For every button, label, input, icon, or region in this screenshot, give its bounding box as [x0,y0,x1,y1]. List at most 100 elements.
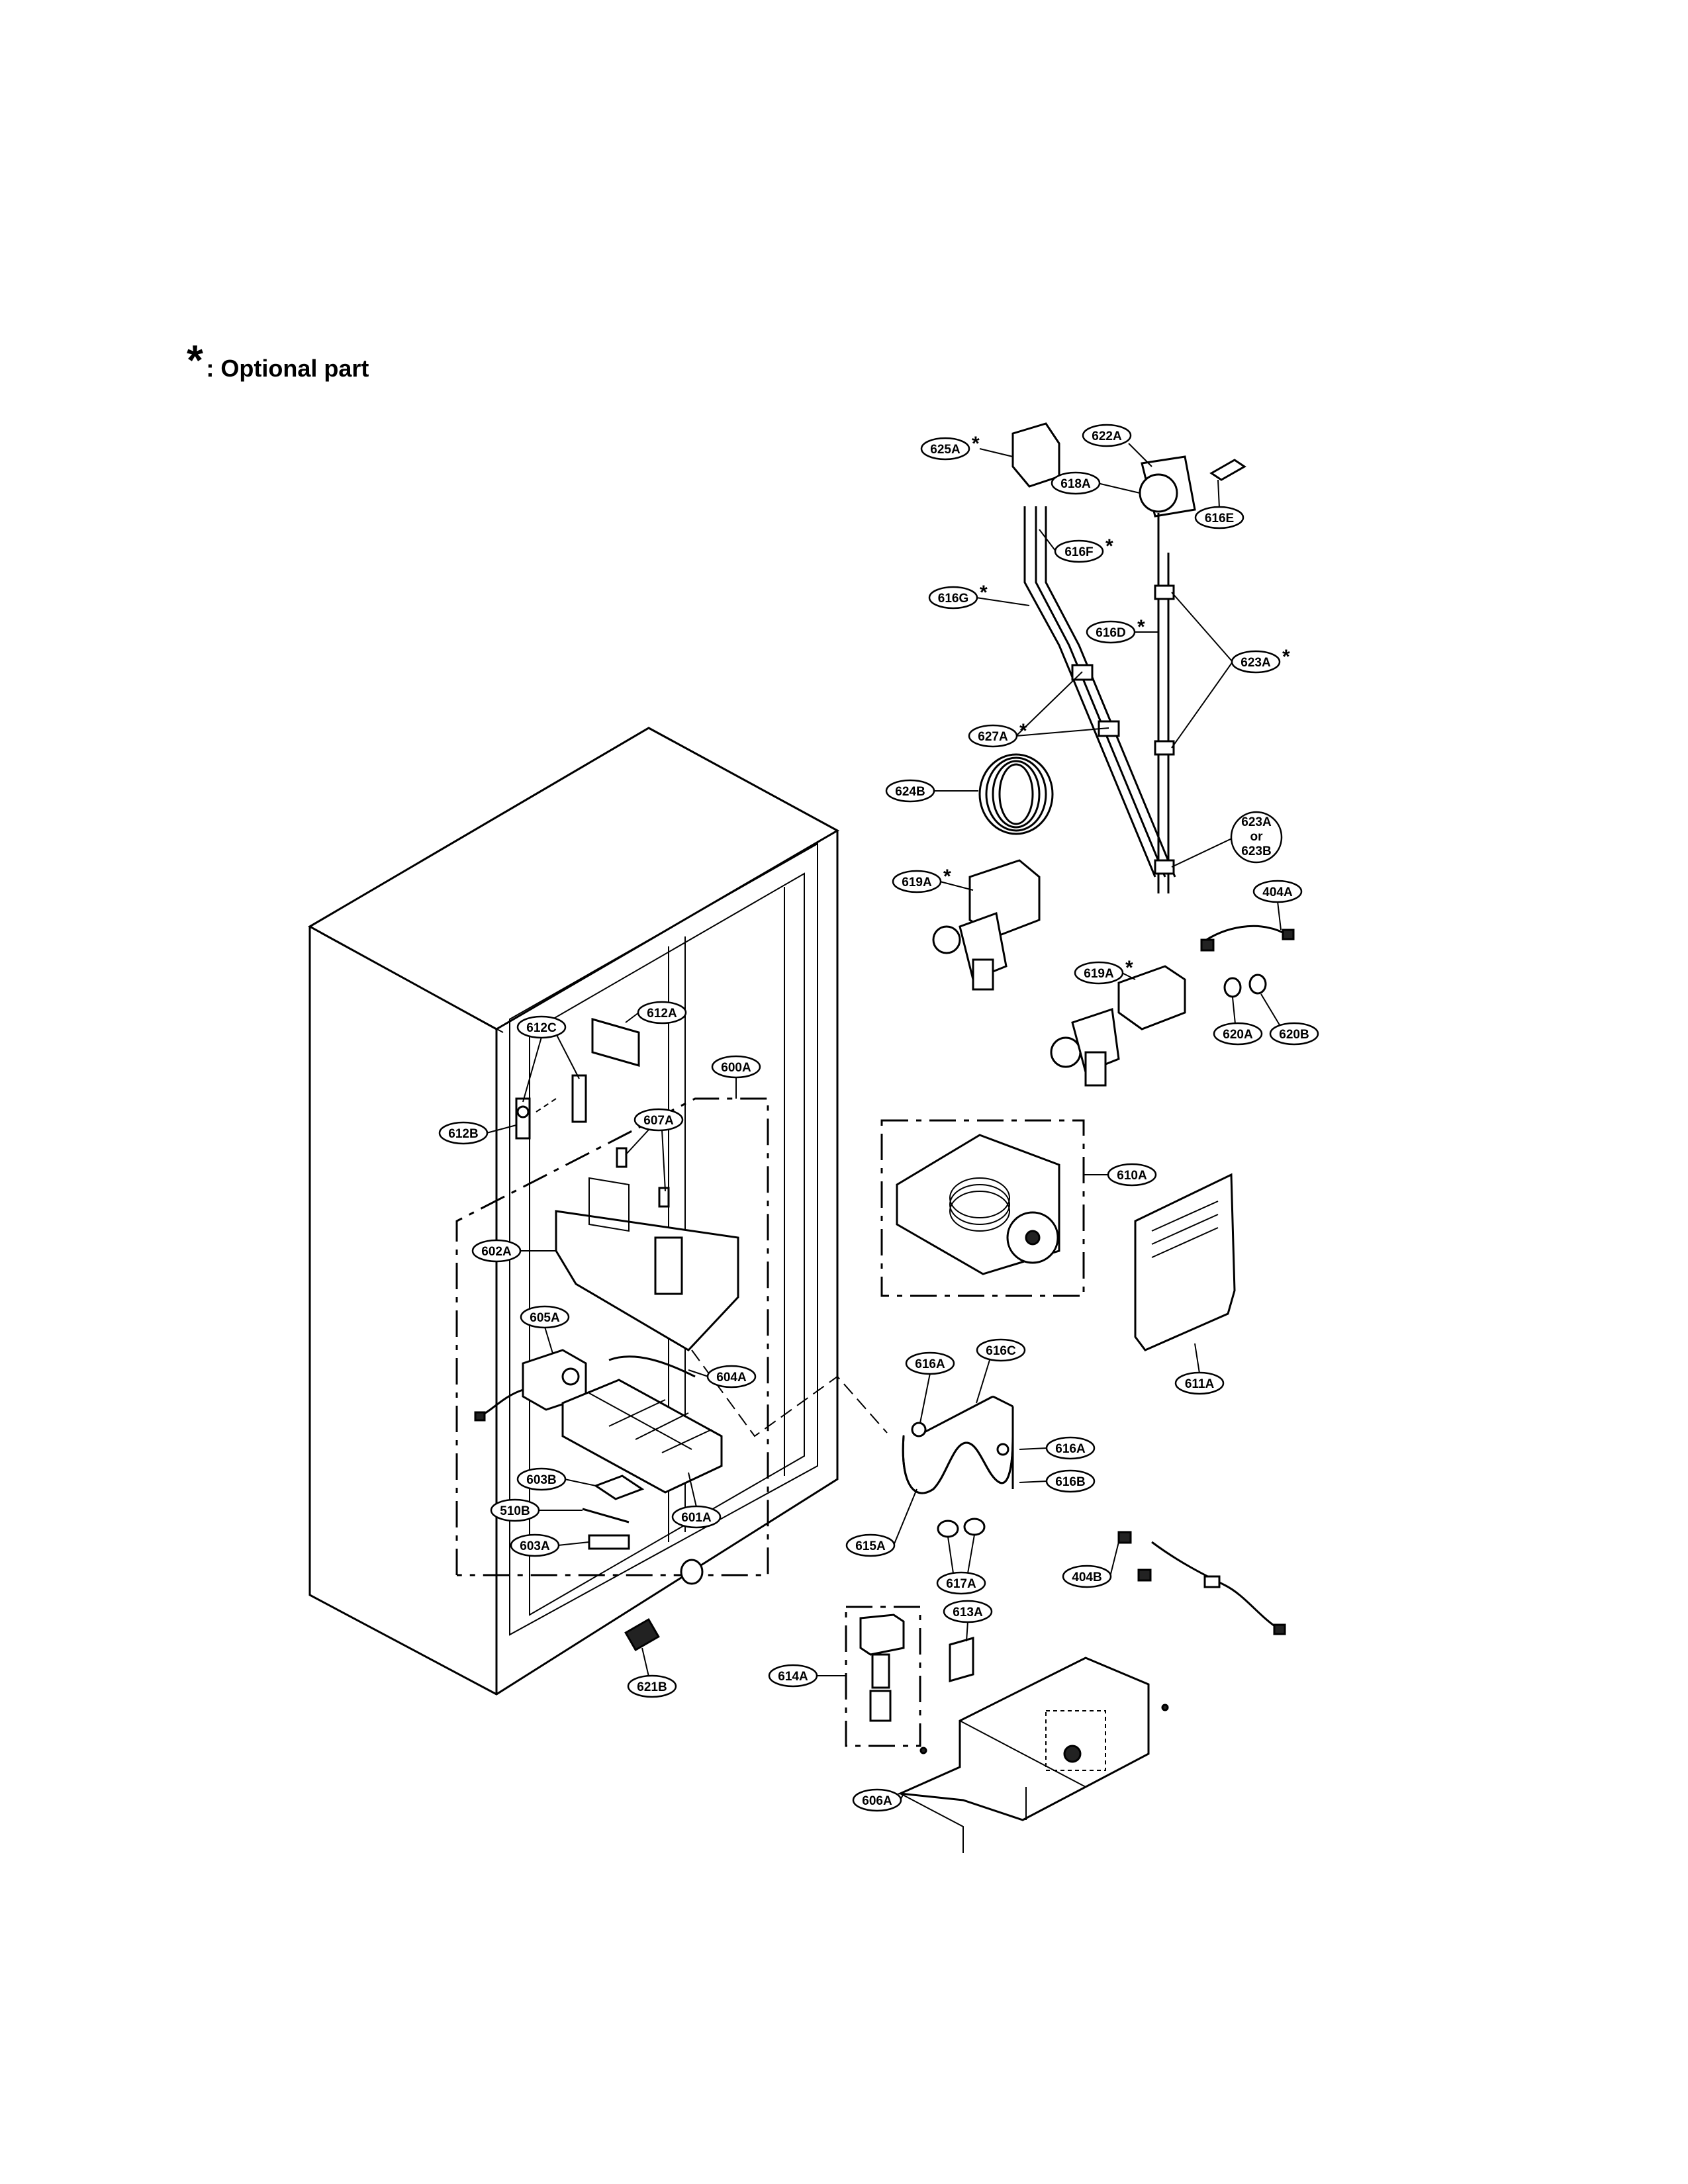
callout-620a: 620A [1213,997,1263,1046]
optional-asterisk: * [1019,720,1027,742]
ice-chute-cover [1134,1173,1236,1351]
callout-text: 614A [778,1670,808,1684]
callout-text: 510B [500,1504,530,1518]
callout-text: 616E [1205,512,1234,525]
callout-601a: 601A [671,1472,722,1529]
water-valve-upper [932,859,1041,991]
callout-text: or [1250,830,1264,844]
callout-619a-lower: 619A * [1074,957,1136,985]
callout-text: 619A [1084,967,1114,981]
dispenser-tubes [902,1395,1014,1538]
callout-616a-top: 616A [905,1351,955,1424]
callout-labels: 625A*622A618A616E616F*616G*616D*623A*627… [438,424,1319,1812]
callout-612a: 612A [625,1001,687,1024]
callout-text: 615A [855,1539,886,1553]
wire-harness-b [1117,1531,1286,1635]
callout-text: 607A [643,1114,674,1128]
callout-614a: 614A [768,1664,846,1688]
dispenser-housing [896,1657,1169,1853]
callout-617a: 617A [936,1534,986,1595]
callout-607a: 607A [625,1108,684,1192]
callout-616e: 616E [1194,479,1244,529]
callout-610a: 610A [1084,1163,1157,1187]
callout-510b: 510B [490,1498,583,1522]
callout-616f: 616F * [1039,529,1113,563]
callout-text: 627A [978,730,1008,744]
drain-fitting [624,1559,704,1652]
optional-asterisk: * [1137,616,1145,638]
callout-text: 611A [1185,1377,1215,1391]
callout-text: 612C [526,1021,557,1035]
callout-616b: 616B [1019,1469,1096,1493]
callout-text: 616B [1055,1475,1085,1489]
callout-text: 603A [520,1539,550,1553]
callout-603a: 603A [510,1533,590,1557]
callout-612c: 612C [516,1015,580,1103]
callout-404a: 404A [1252,880,1303,931]
callout-text: 616A [1055,1442,1086,1456]
legend-asterisk: * [187,336,203,384]
icemaker-assembly-frame [455,1097,769,1576]
callout-text: 616C [986,1344,1016,1358]
callout-611a: 611A [1174,1343,1225,1395]
callout-text: 602A [481,1245,512,1259]
callout-621b: 621B [627,1647,677,1698]
callout-text: 625A [930,443,961,457]
callout-text: 623A [1241,815,1272,829]
callout-text: 619A [902,876,932,889]
callout-text: 603B [526,1473,556,1487]
callout-602a: 602A [471,1239,556,1263]
callout-text: 618A [1060,477,1091,491]
optional-asterisk: * [1105,535,1113,557]
callout-text: 621B [637,1680,667,1694]
callout-text: 616F [1064,545,1093,559]
callout-623a-top: 623A* [1171,592,1290,749]
callout-text: 404A [1262,886,1293,899]
callout-620b: 620B [1260,993,1319,1046]
optional-asterisk: * [943,866,951,887]
callout-text: 612B [448,1127,478,1141]
callout-603b: 603B [516,1467,596,1491]
callout-618a: 618A [1051,471,1141,495]
callout-text: 623B [1241,844,1271,858]
callout-text: 624B [895,785,925,799]
clip-part [949,1637,974,1682]
callout-text: 616G [938,592,968,606]
refrigerator-cabinet [307,727,840,1696]
callout-605a: 605A [520,1305,570,1354]
optional-asterisk: * [980,582,988,604]
callout-text: 605A [530,1311,560,1325]
callout-619a-upper: 619A * [892,866,974,893]
solenoid-assembly [845,1606,921,1747]
callout-text: 622A [1092,430,1122,443]
optional-asterisk: * [1125,957,1133,979]
callout-615a: 615A [845,1488,917,1557]
tube-coil [978,753,1054,835]
optional-part-legend: * : Optional part [187,336,369,384]
callout-604a: 604A [688,1365,757,1388]
water-valve-lower [1050,965,1186,1087]
callout-text: 617A [946,1577,976,1591]
callout-616g: 616G * [928,582,1030,610]
callout-text: 604A [716,1371,747,1385]
callout-622a: 622A [1082,424,1152,467]
ice-bin-assembly [880,1119,1085,1297]
callout-text: 606A [862,1794,892,1808]
callout-text: 613A [953,1606,983,1619]
callout-625a: 625A* [920,433,1013,461]
legend-text: : Optional part [206,355,369,382]
callout-616a-mid: 616A [1019,1436,1096,1460]
callout-627a: 627A * [968,671,1109,748]
callout-text: 600A [721,1061,751,1075]
callout-text: 620B [1279,1028,1309,1042]
callout-606a: 606A [852,1788,904,1812]
callout-text: 616A [915,1357,945,1371]
callout-613a: 613A [943,1600,993,1642]
callout-600a: 600A [711,1055,761,1099]
optional-asterisk: * [1282,646,1290,668]
callout-404b: 404B [1062,1541,1119,1588]
callout-text: 612A [647,1007,677,1021]
